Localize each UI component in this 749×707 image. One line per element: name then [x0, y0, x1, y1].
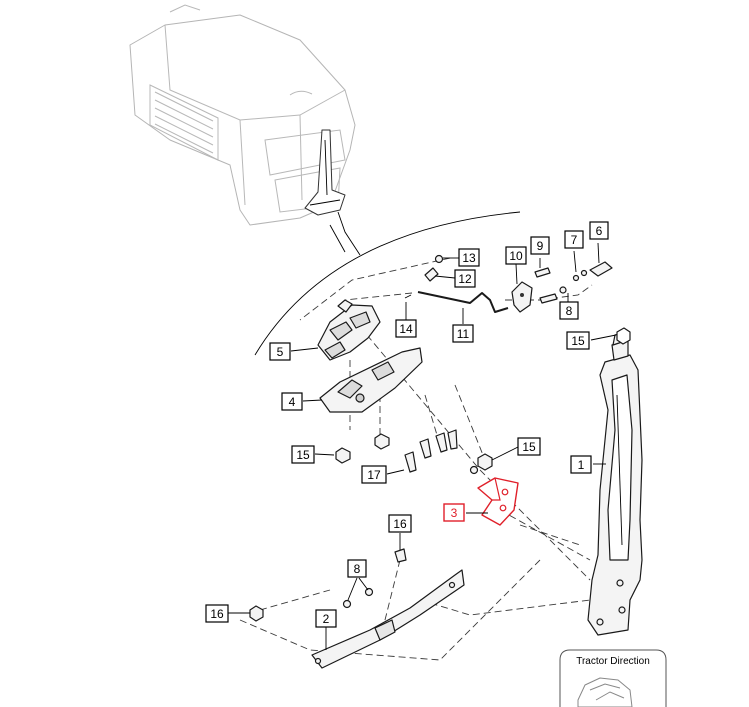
- svg-text:6: 6: [596, 224, 603, 238]
- callout-12: 12: [454, 269, 476, 288]
- svg-text:1: 1: [578, 458, 585, 472]
- svg-text:9: 9: [537, 239, 544, 253]
- callout-5: 5: [269, 342, 291, 361]
- callout-10: 10: [505, 246, 527, 265]
- detail-circle-outline: [254, 211, 521, 356]
- callout-15-right: 15: [517, 437, 541, 456]
- callout-13: 13: [458, 248, 480, 267]
- svg-text:4: 4: [289, 395, 296, 409]
- svg-text:14: 14: [399, 322, 413, 336]
- callout-8-upper: 8: [559, 301, 579, 320]
- callouts: 13 12 10 9 7 6 8 14: [205, 221, 609, 628]
- callout-4: 4: [281, 392, 303, 411]
- callout-6: 6: [589, 221, 609, 240]
- tractor-direction-label: Tractor Direction: [576, 656, 650, 667]
- part-4-mounting-plate: [319, 347, 423, 413]
- svg-text:5: 5: [277, 345, 284, 359]
- callout-17: 17: [361, 465, 387, 484]
- part-1-latch-bracket: [587, 331, 643, 636]
- callout-11: 11: [452, 324, 474, 343]
- svg-text:11: 11: [457, 327, 470, 341]
- callout-7: 7: [564, 230, 584, 249]
- callout-2: 2: [315, 609, 337, 628]
- svg-text:17: 17: [367, 468, 381, 482]
- svg-text:8: 8: [354, 562, 361, 576]
- callout-15-top-right: 15: [566, 331, 590, 350]
- svg-text:7: 7: [571, 233, 578, 247]
- leader-lines: [228, 242, 617, 650]
- part-3-bracket-highlighted: [477, 477, 519, 526]
- part-5-latch-assembly: [317, 299, 381, 361]
- callout-8-lower: 8: [347, 559, 367, 578]
- tractor-hood-overview: [129, 4, 356, 226]
- callout-16-upper: 16: [388, 514, 412, 533]
- svg-text:15: 15: [571, 334, 585, 348]
- part-2-lower-bar: [311, 569, 465, 669]
- callout-1: 1: [570, 455, 592, 474]
- svg-text:13: 13: [462, 251, 476, 265]
- svg-text:8: 8: [566, 304, 573, 318]
- callout-14: 14: [395, 319, 417, 338]
- svg-text:10: 10: [509, 249, 523, 263]
- svg-text:12: 12: [458, 272, 472, 286]
- svg-text:15: 15: [522, 440, 536, 454]
- tractor-direction-inset: Tractor Direction: [559, 649, 667, 707]
- svg-text:16: 16: [210, 607, 224, 621]
- callout-15-left: 15: [291, 445, 315, 464]
- svg-text:16: 16: [393, 517, 407, 531]
- svg-text:15: 15: [296, 448, 310, 462]
- fasteners: [249, 254, 631, 622]
- svg-text:2: 2: [323, 612, 330, 626]
- callout-9: 9: [530, 236, 550, 255]
- callout-3-highlighted: 3: [443, 503, 465, 522]
- callout-16-left: 16: [205, 604, 229, 623]
- svg-text:3: 3: [451, 506, 458, 520]
